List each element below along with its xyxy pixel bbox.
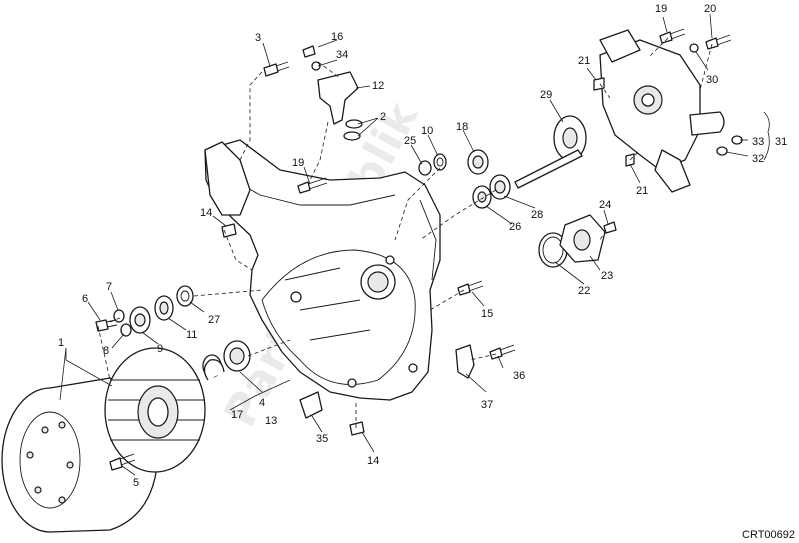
- callout-29: 29: [540, 89, 552, 101]
- callout-21a: 21: [578, 55, 590, 67]
- reference-code: CRT00692: [742, 529, 795, 541]
- callout-1: 1: [58, 337, 64, 349]
- bearing-9: [129, 306, 151, 334]
- dowel-14-lower: [349, 421, 365, 436]
- water-pump-impeller: [514, 115, 587, 189]
- callout-2: 2: [380, 111, 386, 123]
- callout-19b: 19: [655, 3, 667, 15]
- callout-3: 3: [255, 32, 261, 44]
- callout-25: 25: [404, 135, 416, 147]
- callout-32: 32: [752, 153, 764, 165]
- callout-14a: 14: [200, 207, 212, 219]
- circlip-17: [203, 359, 225, 381]
- oring-8: [120, 323, 132, 337]
- callout-13: 13: [265, 415, 277, 427]
- callout-16: 16: [331, 31, 343, 43]
- callout-26: 26: [509, 221, 521, 233]
- seal-28: [489, 174, 511, 200]
- callout-5: 5: [133, 477, 139, 489]
- bearing-4: [223, 340, 251, 372]
- callout-35: 35: [316, 433, 328, 445]
- callout-28: 28: [531, 209, 543, 221]
- callout-36: 36: [513, 370, 525, 382]
- leader-lines: [59, 13, 770, 476]
- generator-rotor: [1, 377, 159, 533]
- callout-20: 20: [704, 3, 716, 15]
- callout-27: 27: [208, 314, 220, 326]
- stator: [104, 347, 206, 473]
- callout-33: 33: [752, 136, 764, 148]
- callout-37: 37: [481, 399, 493, 411]
- callout-21b: 21: [636, 185, 648, 197]
- bracket-37: [455, 344, 475, 379]
- callout-23: 23: [601, 270, 613, 282]
- callout-30: 30: [706, 74, 718, 86]
- callout-7: 7: [106, 281, 112, 293]
- assembly-lines: [97, 37, 713, 428]
- callout-31: 31: [775, 136, 787, 148]
- callout-34: 34: [336, 49, 348, 61]
- seal-26: [472, 185, 492, 209]
- callout-19a: 19: [292, 157, 304, 169]
- callout-9: 9: [157, 343, 163, 355]
- generator-cover: [204, 139, 441, 401]
- bushing-10: [433, 153, 447, 171]
- washer-27: [176, 285, 194, 307]
- callout-10: 10: [421, 125, 433, 137]
- callout-22: 22: [578, 285, 590, 297]
- callout-24: 24: [599, 199, 611, 211]
- sensor-12: [317, 71, 363, 141]
- plate-35: [299, 391, 323, 419]
- dowel-14-upper: [221, 223, 237, 238]
- callout-6: 6: [82, 293, 88, 305]
- callout-14b: 14: [367, 455, 379, 467]
- callout-labels: 1 2 3 4 5 6 7 8 9 10 11 12 13 14 14 15 1…: [58, 3, 787, 489]
- bolts: [95, 28, 743, 471]
- cover-plate-23: [559, 214, 606, 263]
- callout-4: 4: [259, 397, 265, 409]
- callout-11: 11: [186, 329, 197, 341]
- callout-15: 15: [481, 308, 493, 320]
- callout-8: 8: [103, 345, 109, 357]
- bearing-11: [154, 295, 174, 321]
- cover-bracket: [204, 141, 251, 216]
- water-pump-cover: [599, 29, 725, 193]
- callout-17: 17: [231, 409, 243, 421]
- oring-25: [418, 160, 432, 176]
- callout-12: 12: [372, 80, 384, 92]
- seal-18: [467, 149, 489, 175]
- callout-18: 18: [456, 121, 468, 133]
